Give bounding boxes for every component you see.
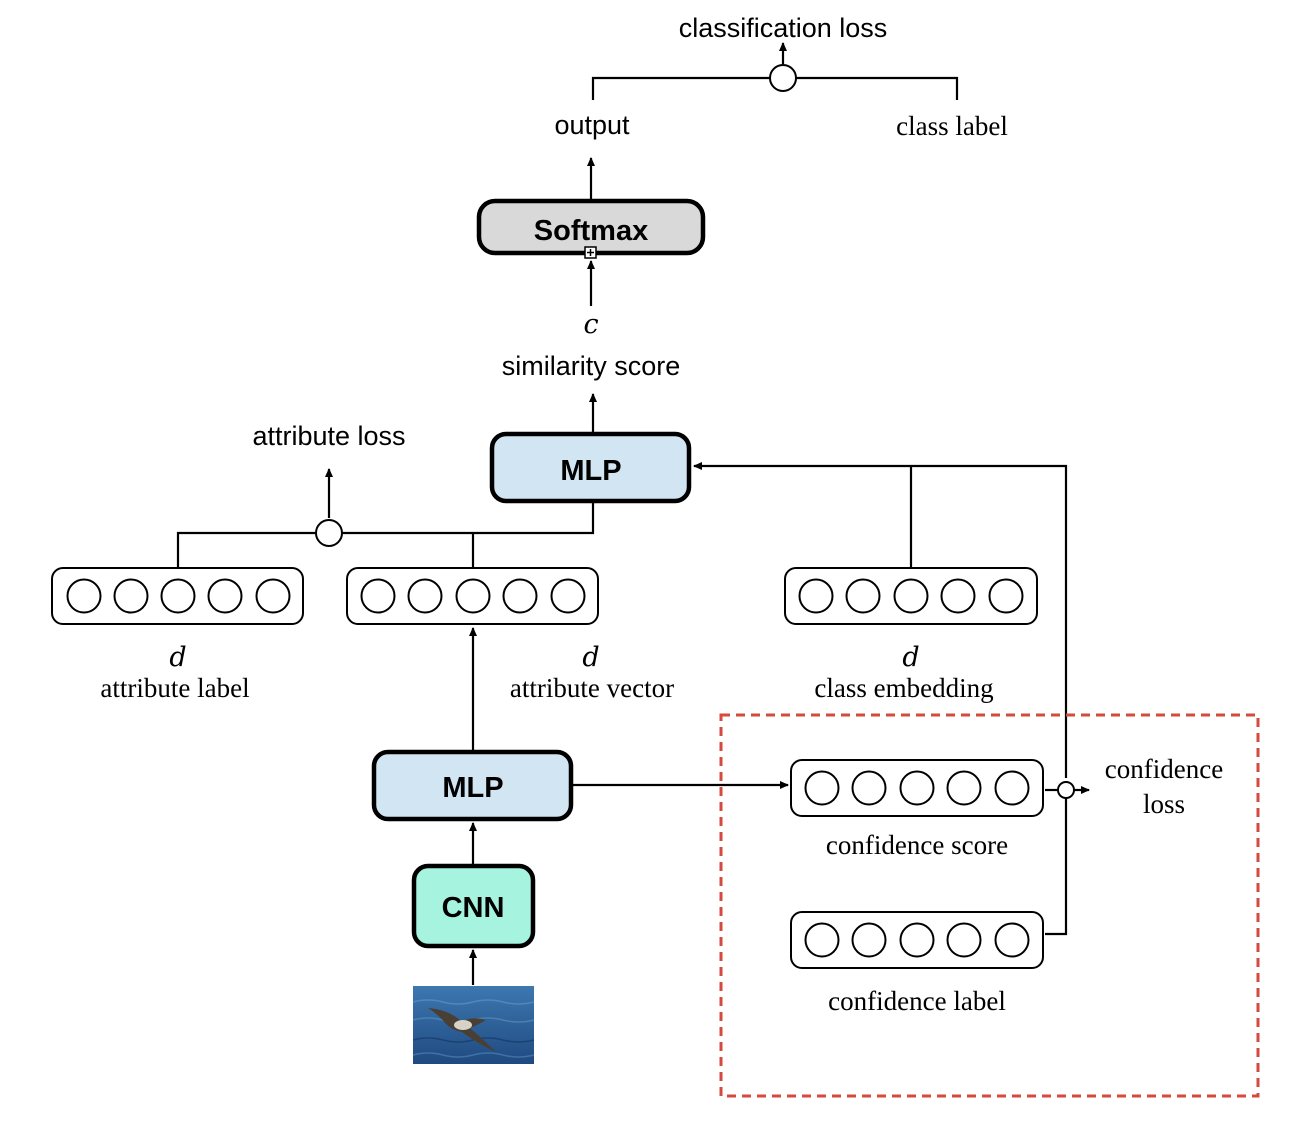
confidence-label-caption: confidence label	[828, 986, 1006, 1016]
mlp-bottom-box	[371, 749, 574, 822]
attribute-vector-caption: attribute vector	[510, 673, 674, 703]
attribute-loss-connector	[176, 502, 595, 568]
classification-loss-node	[769, 64, 797, 92]
confidence-loss-line2: loss	[1143, 789, 1185, 819]
class-embedding-caption: class embedding	[814, 673, 993, 703]
attribute-label-caption: attribute label	[100, 673, 249, 703]
confidence-score-caption: confidence score	[826, 830, 1008, 860]
c-symbol: c	[583, 309, 598, 340]
softmax-label: Softmax	[534, 215, 648, 247]
attribute-label-dim: d	[169, 642, 186, 673]
confidence-loss-line1: confidence	[1105, 754, 1223, 784]
cnn-label: CNN	[442, 892, 505, 924]
confidence-label-vector	[790, 911, 1044, 969]
input-bird-image	[412, 986, 535, 1064]
mlp-top-box	[489, 431, 692, 504]
attribute-loss-node	[315, 519, 343, 547]
class-embedding-vector	[784, 567, 1038, 625]
confidence-label-to-loss	[1045, 798, 1068, 936]
attribute-vector	[346, 567, 599, 625]
mlp-top-label: MLP	[560, 455, 621, 487]
confidence-score-vector	[790, 759, 1044, 817]
attribute-label-vector	[51, 567, 304, 625]
confidence-loss-node	[1057, 781, 1075, 799]
confidence-region	[719, 713, 1260, 1098]
class-label-text: class label	[896, 111, 1008, 141]
cnn-box	[411, 863, 536, 949]
output-label: output	[554, 110, 630, 140]
seabird-icon	[428, 1008, 496, 1052]
similarity-score-label: similarity score	[502, 351, 681, 381]
confidence-loss-feed	[693, 462, 1068, 778]
classification-loss-label: classification loss	[679, 13, 888, 43]
class-embedding-dim: d	[902, 642, 919, 673]
attribute-loss-label: attribute loss	[252, 421, 405, 451]
mlp-bottom-label: MLP	[442, 772, 503, 804]
concat-plus-icon	[584, 246, 597, 259]
attribute-vector-dim: d	[582, 642, 599, 673]
